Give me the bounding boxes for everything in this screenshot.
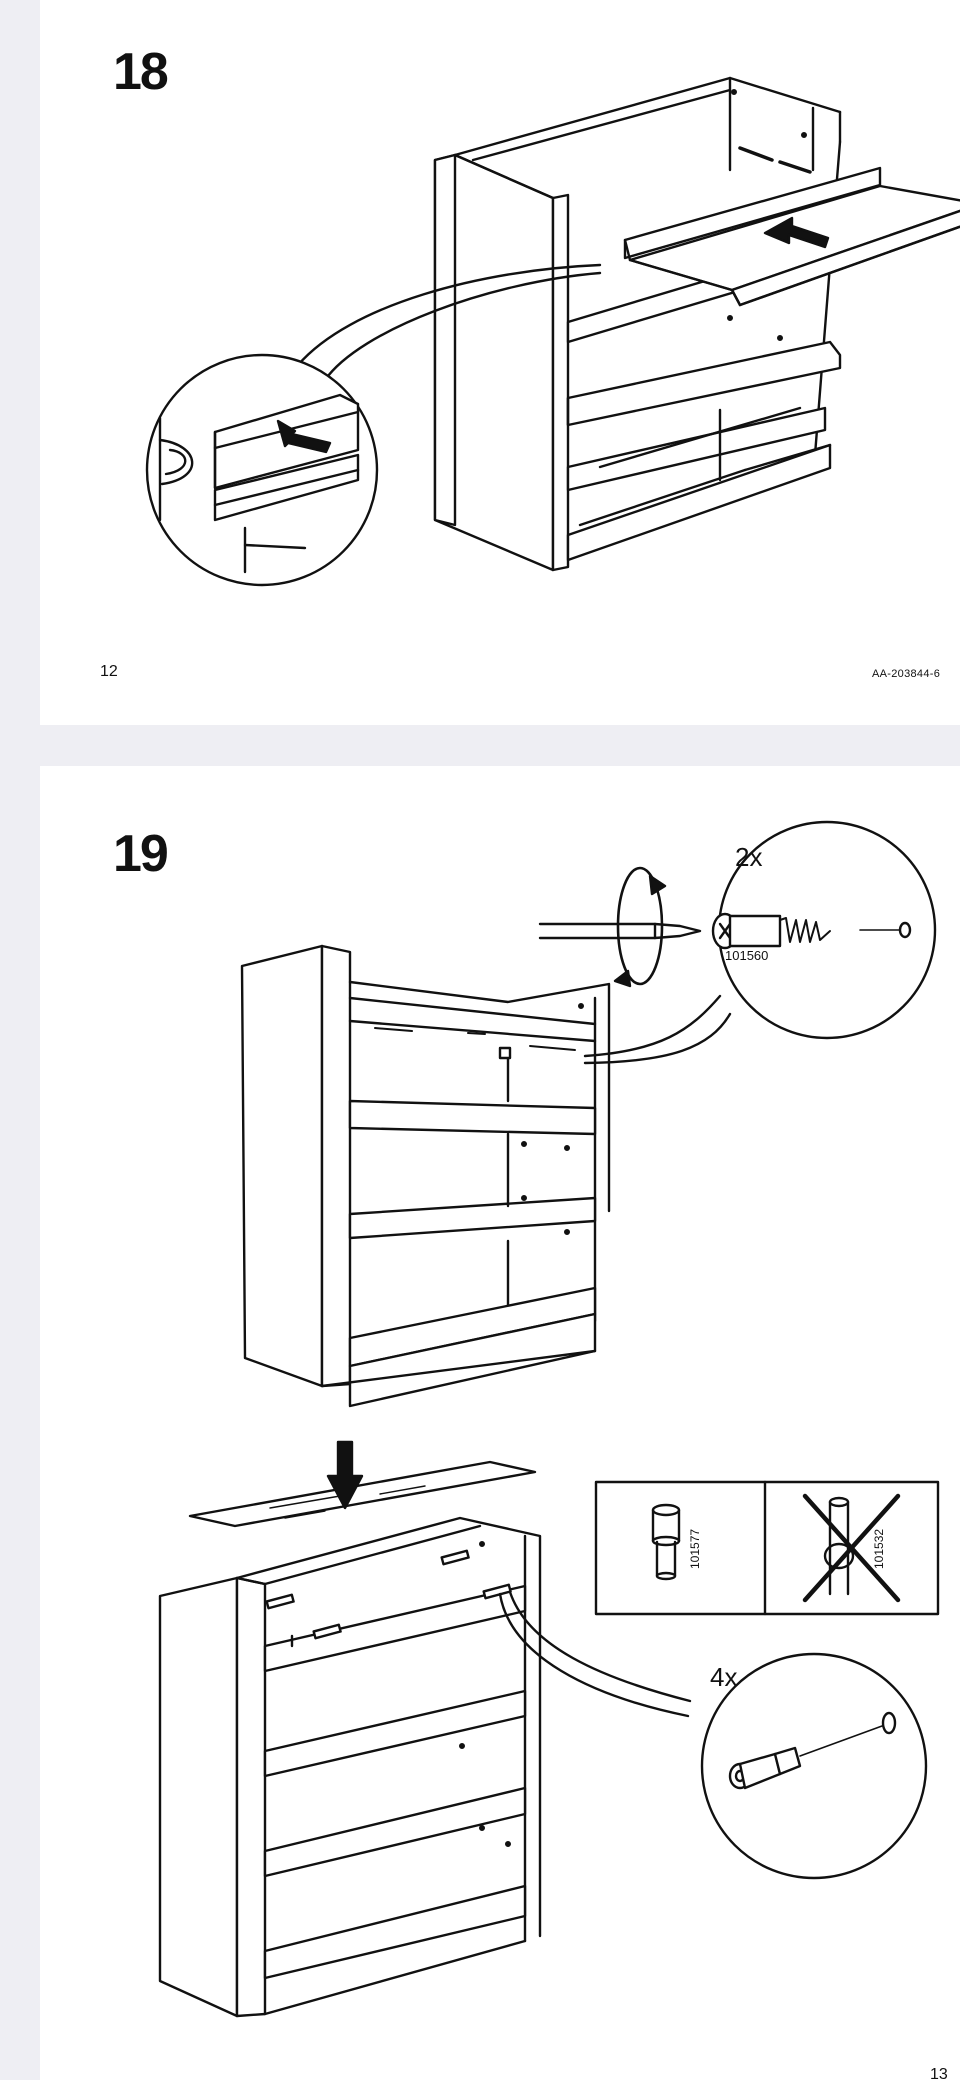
down-arrow-icon — [326, 1440, 364, 1510]
instruction-page-12: 18 — [40, 0, 960, 725]
dowel-quantity: 4x — [710, 1662, 737, 1692]
correct-part-number: 101577 — [688, 1529, 702, 1569]
cabinet-back — [453, 76, 842, 342]
step-number: 18 — [113, 43, 169, 101]
step-19-illustration: 2x 101560 — [158, 820, 940, 2018]
screw-part-number: 101560 — [725, 948, 768, 963]
lower-cabinet — [158, 1516, 542, 2018]
step-18-illustration — [145, 76, 960, 587]
dowel-detail-leader — [498, 1590, 692, 1718]
instruction-page-13: 19 — [40, 766, 960, 2080]
dowel-detail-circle — [700, 1652, 928, 1880]
page-number: 12 — [100, 663, 118, 680]
wrong-part-number: 101532 — [872, 1529, 886, 1569]
cabinet-side-panel — [433, 153, 570, 572]
screw-detail-leader — [583, 994, 732, 1065]
upper-cabinet — [240, 944, 611, 1408]
document-code: AA-203844-6 — [872, 668, 941, 680]
detail-circle — [145, 353, 379, 587]
glass-top-panel — [188, 1460, 537, 1528]
fixed-shelves — [566, 243, 842, 562]
detail-leader — [296, 263, 602, 382]
page-number: 13 — [930, 2066, 948, 2080]
screw-part-icon — [711, 912, 831, 950]
push-arrow-icon — [763, 216, 830, 249]
step-number: 19 — [113, 825, 169, 883]
screw-quantity: 2x — [735, 842, 762, 872]
screwdriver-icon — [538, 866, 702, 988]
parts-comparison-box — [594, 1480, 940, 1616]
